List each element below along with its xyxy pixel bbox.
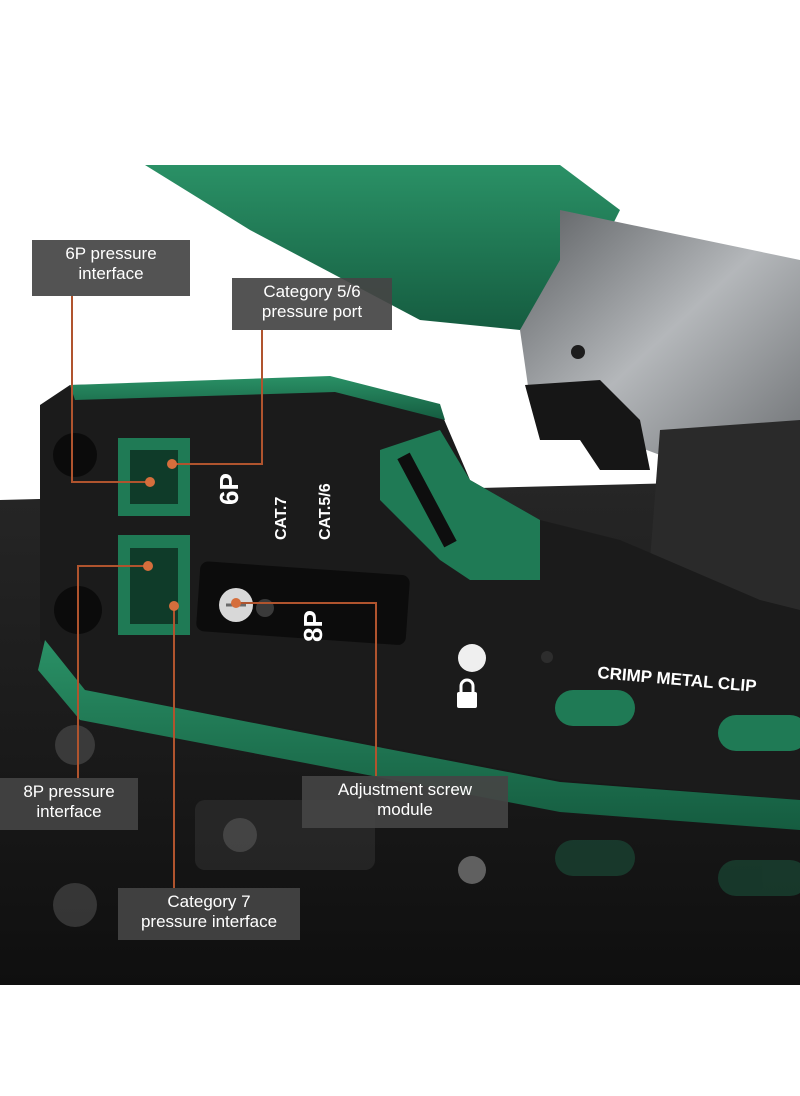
green-handle bbox=[145, 165, 620, 330]
callout-6p-pressure-interface: 6P pressure interface bbox=[32, 240, 190, 296]
callout-category-7-pressure-interface: Category 7 pressure interface bbox=[118, 888, 300, 940]
upper-jaw bbox=[525, 380, 650, 470]
label-cat56: CAT.5/6 bbox=[317, 483, 334, 540]
leader-6p bbox=[71, 296, 150, 483]
body-green-rim-top bbox=[70, 376, 445, 420]
callout-8p-pressure-interface: 8P pressure interface bbox=[0, 778, 138, 830]
port-6p-inner bbox=[130, 450, 178, 504]
label-cat7: CAT.7 bbox=[273, 497, 290, 540]
crimp-bar-right bbox=[718, 715, 800, 751]
white-rivet bbox=[458, 644, 486, 672]
leader-cat56 bbox=[170, 330, 263, 465]
leader-8p bbox=[77, 565, 148, 780]
leader-screw bbox=[236, 602, 377, 776]
pivot-hole bbox=[571, 345, 585, 359]
callout-category-5-6-pressure-port: Category 5/6 pressure port bbox=[232, 278, 392, 330]
side-slot bbox=[397, 452, 457, 548]
leader-dots bbox=[143, 459, 241, 611]
port-8p-inner bbox=[130, 548, 178, 624]
adjustment-screw-hole bbox=[256, 599, 274, 617]
side-green-panel bbox=[380, 430, 540, 580]
crimp-bar-left bbox=[555, 690, 635, 726]
label-8p: 8P bbox=[298, 610, 328, 642]
lock-icon bbox=[457, 678, 477, 708]
callout-adjustment-screw-module: Adjustment screw module bbox=[302, 776, 508, 828]
body-green-rim-bottom bbox=[38, 640, 800, 830]
small-rivet bbox=[541, 651, 553, 663]
label-6p: 6P bbox=[214, 473, 244, 505]
knob-top bbox=[53, 433, 97, 477]
leader-lines bbox=[71, 296, 377, 888]
